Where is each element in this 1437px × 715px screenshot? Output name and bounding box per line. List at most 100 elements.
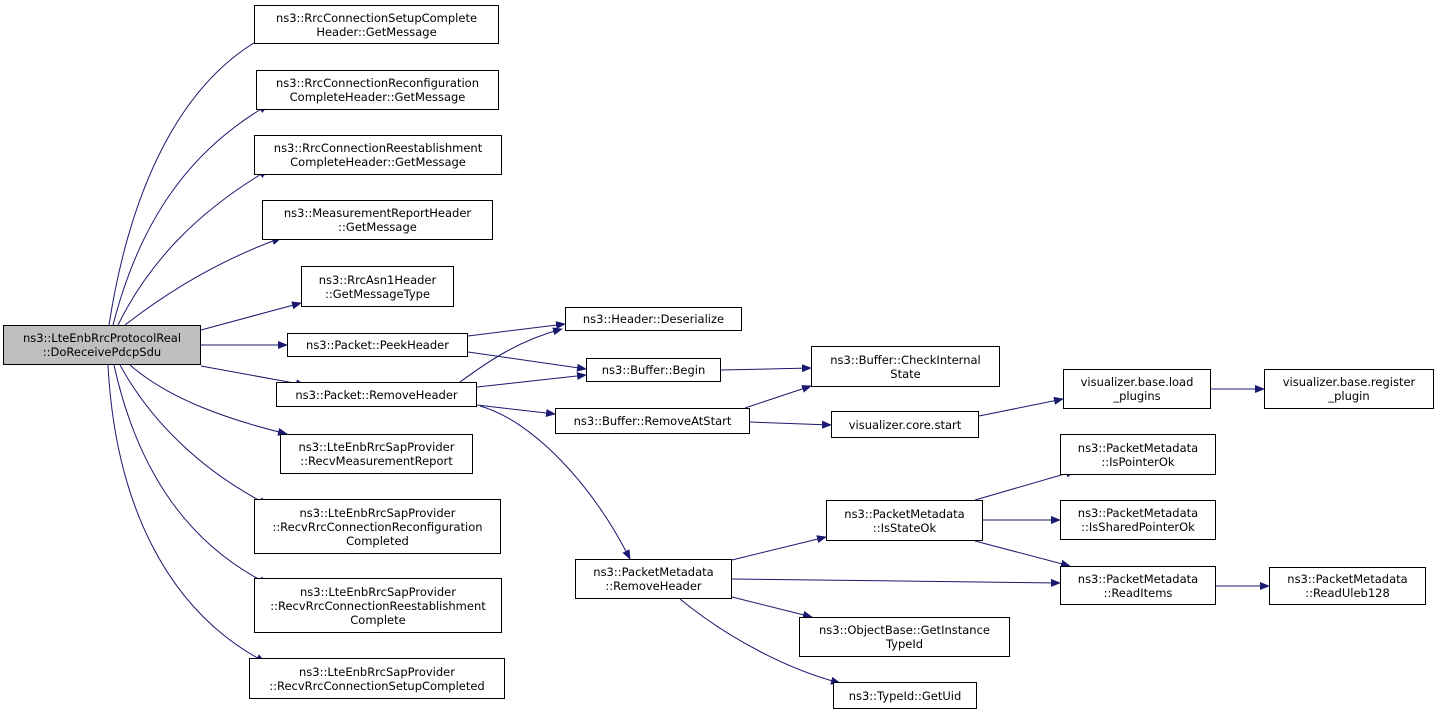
edge-root-to-recv-meas-report <box>129 364 288 436</box>
node-label-line: ::RemoveHeader <box>605 579 702 593</box>
edge-remove-header-to-buffer-begin <box>476 372 587 388</box>
node-pm-is-pointer-ok[interactable]: ns3::PacketMetadata::IsPointerOk <box>1060 434 1216 475</box>
node-recv-setup-completed[interactable]: ns3::LteEnbRrcSapProvider::RecvRrcConnec… <box>249 658 505 699</box>
node-label-line: ns3::Packet::RemoveHeader <box>295 387 458 402</box>
node-label-line: ns3::Buffer::Begin <box>601 363 706 377</box>
node-buffer-remove-at-start[interactable]: ns3::Buffer::RemoveAtStart <box>555 408 750 434</box>
node-label-line: ns3::Buffer::RemoveAtStart <box>573 414 732 428</box>
edge-root-to-remove-header <box>200 365 306 388</box>
node-vis-core-start[interactable]: visualizer.core.start <box>831 411 979 438</box>
node-label-line: ::RecvRrcConnectionSetupCompleted <box>269 678 485 693</box>
node-label-line: ::DoReceivePdcpSdu <box>42 345 162 359</box>
node-label-line: ns3::TypeId::GetUid <box>848 688 962 703</box>
node-label-line: ns3::Packet::PeekHeader <box>306 338 449 352</box>
node-peek-header[interactable]: ns3::Packet::PeekHeader <box>287 333 468 357</box>
node-label-line: ::RecvRrcConnectionReconfiguration <box>272 519 483 534</box>
edge-root-to-asn1-msg-type <box>200 301 302 331</box>
node-buffer-begin[interactable]: ns3::Buffer::Begin <box>586 358 721 382</box>
node-label-line: visualizer.base.register <box>1282 375 1416 389</box>
node-label-line: ns3::PacketMetadata <box>1077 571 1199 586</box>
edge-buffer-remove-at-start-to-vis-core-start <box>749 420 832 429</box>
node-vis-load-plugins[interactable]: visualizer.base.load_plugins <box>1063 369 1211 409</box>
edge-root-to-recv-setup-completed <box>107 364 266 663</box>
node-label-line: ns3::PacketMetadata <box>844 506 965 521</box>
edge-remove-header-to-buffer-remove-at-start <box>476 404 556 417</box>
node-label-line: ns3::LteEnbRrcSapProvider <box>298 440 455 454</box>
node-pm-read-uleb128[interactable]: ns3::PacketMetadata::ReadUleb128 <box>1269 567 1426 605</box>
edge-root-to-recv-reest-complete <box>113 364 269 585</box>
node-label-line: ::IsPointerOk <box>1101 454 1175 469</box>
edge-pm-is-state-ok-to-pm-is-pointer-ok <box>974 469 1076 501</box>
node-recv-reconf-completed[interactable]: ns3::LteEnbRrcSapProvider::RecvRrcConnec… <box>254 499 501 554</box>
edge-remove-header-to-header-deserialize <box>459 327 563 383</box>
node-label-line: ns3::PacketMetadata <box>1077 440 1199 455</box>
node-label-line: ns3::Buffer::CheckInternal <box>830 352 981 367</box>
node-label-line: _plugin <box>1328 389 1370 403</box>
node-label-line: ns3::RrcConnectionSetupComplete <box>275 10 478 25</box>
edge-buffer-remove-at-start-to-buffer-check-internal <box>744 385 812 409</box>
edge-peek-header-to-buffer-begin <box>467 351 587 372</box>
node-label-line: ::IsSharedPointerOk <box>1081 520 1195 534</box>
node-label-line: ns3::RrcConnectionReestablishment <box>273 141 483 155</box>
node-label-line: CompleteHeader::GetMessage <box>289 90 466 104</box>
node-pm-remove-header[interactable]: ns3::PacketMetadata::RemoveHeader <box>575 559 732 599</box>
node-label-line: visualizer.core.start <box>848 417 962 432</box>
edge-root-to-reest-complete-msg <box>117 169 269 326</box>
node-root: ns3::LteEnbRrcProtocolReal::DoReceivePdc… <box>3 325 201 365</box>
edge-buffer-begin-to-buffer-check-internal <box>720 364 812 373</box>
node-label-line: ::ReadItems <box>1103 585 1173 600</box>
node-label-line: ns3::ObjectBase::GetInstance <box>819 623 990 637</box>
edge-pm-remove-header-to-pm-read-items <box>731 578 1061 587</box>
node-label-line: ns3::PacketMetadata <box>593 565 714 579</box>
node-label-line: TypeId <box>885 637 924 651</box>
edge-pm-remove-header-to-obj-get-instance-typeid <box>731 596 813 619</box>
node-meas-report-msg[interactable]: ns3::MeasurementReportHeader::GetMessage <box>262 200 493 240</box>
node-label-line: ns3::LteEnbRrcSapProvider <box>299 664 455 679</box>
node-pm-read-items[interactable]: ns3::PacketMetadata::ReadItems <box>1060 566 1216 605</box>
edge-vis-core-start-to-vis-load-plugins <box>978 396 1064 417</box>
node-pm-is-shared-pointer-ok[interactable]: ns3::PacketMetadata::IsSharedPointerOk <box>1060 500 1216 540</box>
edge-root-to-recv-reconf-completed <box>119 364 269 506</box>
node-label-line: State <box>890 366 921 381</box>
node-header-deserialize[interactable]: ns3::Header::Deserialize <box>565 307 742 331</box>
node-recv-meas-report[interactable]: ns3::LteEnbRrcSapProvider::RecvMeasureme… <box>280 434 473 474</box>
node-label-line: CompleteHeader::GetMessage <box>290 155 466 169</box>
node-label-line: visualizer.base.load <box>1080 375 1194 389</box>
node-label-line: ::IsStateOk <box>872 520 937 535</box>
node-label-line: ns3::LteEnbRrcSapProvider <box>299 505 456 520</box>
node-vis-register-plugin[interactable]: visualizer.base.register_plugin <box>1264 369 1434 409</box>
node-label-line: Completed <box>346 533 409 548</box>
node-label-line: _plugins <box>1113 389 1161 403</box>
edge-peek-header-to-header-deserialize <box>467 321 566 337</box>
node-remove-header[interactable]: ns3::Packet::RemoveHeader <box>276 382 477 407</box>
edge-pm-remove-header-to-typeid-get-uid <box>679 598 841 685</box>
node-label-line: Complete <box>350 612 406 627</box>
node-typeid-get-uid[interactable]: ns3::TypeId::GetUid <box>833 682 977 709</box>
node-label-line: ns3::MeasurementReportHeader <box>283 206 472 220</box>
node-label-line: ::GetMessage <box>338 220 417 234</box>
node-label-line: ::RecvRrcConnectionReestablishment <box>270 598 486 613</box>
edge-pm-is-state-ok-to-pm-read-items <box>974 540 1071 568</box>
edge-root-to-reconf-complete-msg <box>112 104 269 326</box>
node-label-line: ns3::Header::Deserialize <box>582 312 725 326</box>
node-recv-reest-complete[interactable]: ns3::LteEnbRrcSapProvider::RecvRrcConnec… <box>254 578 502 633</box>
node-label-line: ::ReadUleb128 <box>1305 586 1390 600</box>
node-label-line: ns3::PacketMetadata <box>1287 572 1408 586</box>
node-label-line: Header::GetMessage <box>316 24 437 39</box>
edge-remove-header-to-pm-remove-header <box>479 405 631 560</box>
node-pm-is-state-ok[interactable]: ns3::PacketMetadata::IsStateOk <box>826 500 983 541</box>
node-asn1-msg-type[interactable]: ns3::RrcAsn1Header::GetMessageType <box>301 266 454 307</box>
edge-root-to-meas-report-msg <box>124 237 282 326</box>
node-label-line: ns3::LteEnbRrcSapProvider <box>300 584 456 599</box>
node-label-line: ns3::PacketMetadata <box>1077 506 1199 520</box>
node-label-line: ns3::RrcConnectionReconfiguration <box>275 76 480 90</box>
edge-pm-remove-header-to-pm-is-state-ok <box>731 535 827 561</box>
node-label-line: ns3::RrcAsn1Header <box>318 272 437 287</box>
